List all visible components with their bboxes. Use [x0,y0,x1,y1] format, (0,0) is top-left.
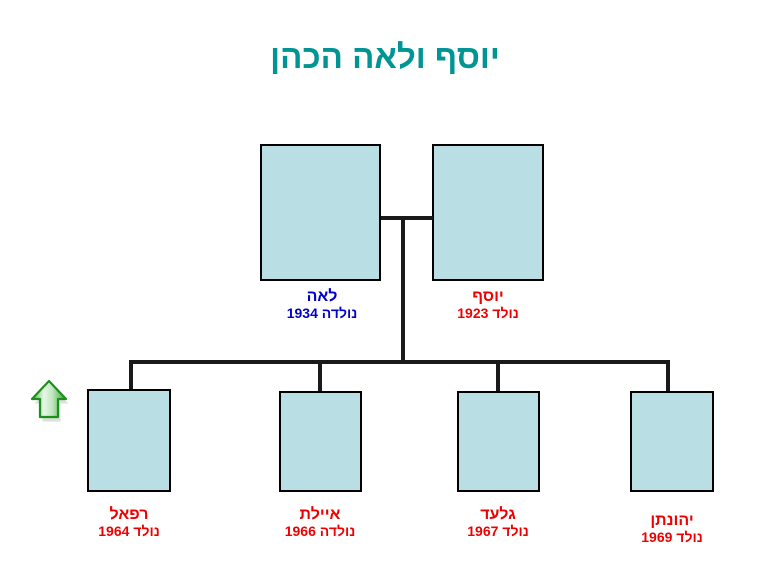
person-label-yehonatan: יהונתן נולד 1969 [622,512,722,546]
person-name-yosef: יוסף [472,288,504,305]
child-drop-line-1 [129,360,133,391]
person-label-ayelet: איילת נולדה 1966 [270,506,370,540]
person-label-rafael: רפאל נולד 1964 [79,506,179,540]
person-box-ayelet[interactable] [279,391,362,492]
person-born-yehonatan: נולד 1969 [641,528,703,545]
person-born-gilad: נולד 1967 [467,522,529,539]
child-drop-line-2 [318,360,322,391]
page-title: יוסף ולאה הכהן [270,38,500,75]
person-name-yehonatan: יהונתן [650,512,694,529]
descent-connector [401,216,405,364]
person-label-yosef: יוסף נולד 1923 [438,288,538,322]
child-drop-line-3 [496,360,500,391]
person-name-gilad: גלעד [480,506,516,523]
person-born-leah: נולדה 1934 [286,304,358,321]
person-label-gilad: גלעד נולד 1967 [448,506,548,540]
person-label-leah: לאה נולדה 1934 [272,288,372,322]
person-box-yosef[interactable] [432,144,544,281]
person-name-rafael: רפאל [109,506,149,523]
arrow-up-icon[interactable] [28,378,70,422]
person-box-rafael[interactable] [87,389,171,492]
marriage-connector [381,216,433,220]
person-box-leah[interactable] [260,144,381,281]
person-name-ayelet: איילת [299,506,341,523]
person-name-leah: לאה [306,288,338,305]
person-born-ayelet: נולדה 1966 [284,522,356,539]
child-drop-line-4 [666,360,670,391]
person-box-yehonatan[interactable] [630,391,714,492]
person-box-gilad[interactable] [457,391,540,492]
sibling-connector-bar [129,360,670,364]
person-born-yosef: נולד 1923 [457,304,519,321]
person-born-rafael: נולד 1964 [98,522,160,539]
